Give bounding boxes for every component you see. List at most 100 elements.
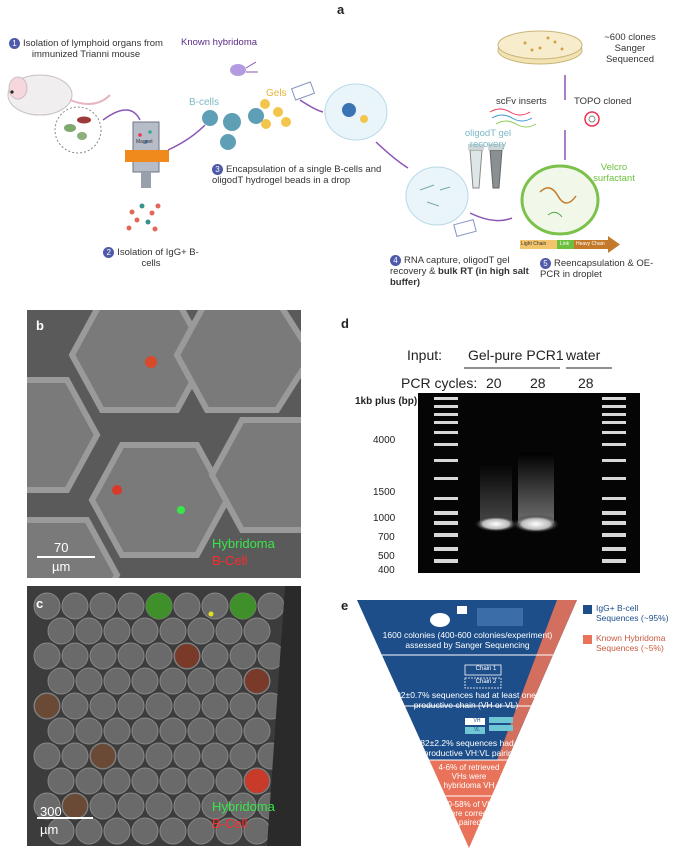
pcr-cycle-2: 28	[530, 375, 546, 391]
ladder-tick-700: 700	[378, 532, 395, 543]
hybridoma-droplet	[230, 593, 256, 619]
magnet-label: Magnet	[136, 139, 153, 145]
panel-c-droplets	[27, 586, 301, 846]
ladder-tick-1500: 1500	[373, 487, 396, 498]
arrow-3	[375, 141, 409, 169]
ladder-label: 1kb plus (bp)	[355, 396, 418, 407]
gel-group1-label: Gel-pure PCR1	[468, 347, 564, 363]
ladder-tick-1000: 1000	[373, 513, 396, 524]
hexagon-droplets	[27, 310, 301, 578]
funnel-tier-2: 92±0.7% sequences had at least one produ…	[396, 690, 536, 710]
panel-b-image	[27, 310, 301, 578]
ladder-tick-4000: 4000	[373, 435, 396, 446]
panel-c-image	[27, 586, 301, 846]
ladder-left	[434, 397, 458, 563]
hybridoma-droplet	[146, 593, 172, 619]
chain-link-label: Link	[560, 241, 570, 247]
step2-badge: 2	[103, 247, 115, 258]
lane-20-band	[474, 516, 518, 532]
petri-dish-icon	[497, 30, 583, 65]
gel-group2-label: water	[566, 347, 601, 363]
step3-badge: 3	[212, 164, 223, 175]
step4-badge: 4	[390, 255, 401, 266]
gel-group-underlines	[464, 367, 612, 369]
gels-label: Gels	[266, 88, 287, 99]
bcell-droplet	[91, 744, 115, 768]
plasmid-icon	[584, 111, 600, 127]
funnel-tier-5: 50-58% of VHs were correctly paired	[443, 800, 497, 827]
sanger-label: ~600 clones Sanger Sequenced	[604, 32, 656, 65]
panel-c-legend-hybridoma: Hybridoma	[212, 799, 275, 814]
droplet-1-icon	[324, 83, 388, 141]
velcro-label: Velcro surfactant	[593, 162, 635, 184]
gel-input-label: Input:	[407, 347, 443, 363]
bcell-droplet	[245, 669, 269, 693]
bcells-label: B-cells	[189, 97, 220, 108]
hybridoma-dot	[177, 506, 185, 514]
bcell-dot	[112, 485, 122, 495]
panel-c-scale-value: 300	[40, 804, 62, 819]
step3-label: Encapsulation of a single B-cells and ol…	[212, 164, 382, 187]
lane-20-smear	[480, 463, 512, 523]
panel-c-label: c	[36, 596, 44, 611]
panel-c-legend-bcell: B-Cell	[212, 816, 248, 831]
legend-swatch-bcell	[583, 605, 592, 614]
funnel-tier-4: 4-6% of retrieved VHs were hybridoma VH	[438, 763, 500, 790]
step1-badge: 1	[9, 38, 21, 49]
oligodt-recovery-label: oligodT gel recovery	[464, 128, 512, 150]
panel-e-label: e	[341, 598, 349, 613]
gels-icon	[260, 99, 291, 129]
gel-image	[418, 393, 640, 573]
step2-label: Isolation of IgG+ B-cells	[117, 247, 199, 270]
tubes-icon	[468, 144, 504, 189]
magnet-column-icon	[125, 121, 169, 188]
panel-b-scale-unit: µm	[52, 559, 71, 574]
pcr-cycle-1: 20	[486, 375, 502, 391]
bcell-droplet	[245, 769, 269, 793]
panel-b-label: b	[36, 318, 44, 333]
chain-heavy-label: Heavy Chain	[576, 241, 605, 247]
panel-d-label: d	[341, 316, 349, 331]
bcell-region	[357, 600, 577, 760]
panel-b-hexagons	[27, 310, 301, 578]
panel-b-legend-hybridoma: Hybridoma	[212, 536, 275, 551]
step5-badge: 5	[540, 258, 551, 269]
legend-label-hybridoma: Known Hybridoma Sequences (~5%)	[596, 633, 666, 653]
funnel-tier-1: 1600 colonies (400-600 colonies/experime…	[382, 630, 553, 650]
lane-28-smear	[518, 453, 554, 523]
ladder-tick-400: 400	[378, 565, 395, 576]
chip-icon	[290, 81, 316, 101]
step5-label: Reencapsulation & OE-PCR in droplet	[540, 258, 654, 281]
panel-b-scale-value: 70	[54, 540, 69, 555]
known-hybridoma-label: Known hybridoma	[181, 37, 258, 48]
pcr-cycles-label: PCR cycles:	[401, 375, 478, 391]
chain-bar	[520, 236, 620, 253]
legend-item-bcell: IgG+ B-cell Sequences (~95%)	[583, 603, 683, 623]
ladder-tick-500: 500	[378, 551, 395, 562]
step4-label-b: bulk RT (in high salt buffer)	[390, 266, 529, 289]
bcell-droplet	[175, 644, 199, 668]
arrow-1	[102, 109, 141, 121]
funnel-vl: VL	[473, 727, 481, 733]
gel-bands	[418, 393, 640, 573]
funnel-chain2: Chain 2	[475, 679, 497, 685]
funnel-chart	[357, 600, 577, 848]
bcells-icon	[202, 108, 264, 150]
panel-b-legend-bcell: B-Cell	[212, 553, 248, 568]
droplet-3-icon	[520, 164, 600, 236]
lane-28-band	[512, 515, 560, 533]
arrow-2	[167, 124, 206, 151]
panel-a-label: a	[337, 2, 345, 17]
legend-item-hybridoma: Known Hybridoma Sequences (~5%)	[583, 633, 683, 653]
panel-c-scale-unit: µm	[40, 822, 59, 837]
igg-bcells-icon	[126, 203, 161, 232]
droplet-2-icon	[405, 166, 469, 226]
hybridoma-icon	[230, 61, 258, 76]
funnel-vh: VH	[473, 718, 481, 724]
bcell-droplet	[63, 794, 87, 818]
